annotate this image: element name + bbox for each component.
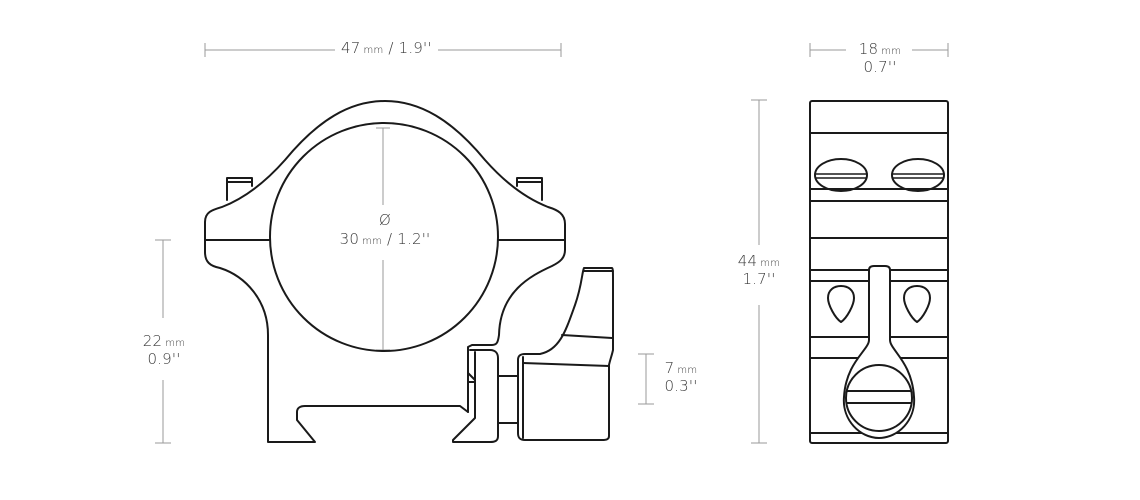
diameter-symbol: Ø <box>378 211 391 229</box>
tube-diameter-value: 30 <box>339 230 360 248</box>
lever-height-imperial: 0.3'' <box>664 377 698 395</box>
lever-height-value: 7 <box>664 359 675 377</box>
width-separator: / <box>388 39 394 57</box>
lever-screw <box>845 364 913 432</box>
width-unit: mm <box>363 45 384 56</box>
depth-unit: mm <box>881 46 902 57</box>
base-height-value: 22 <box>142 332 163 350</box>
tube-diameter-imperial: 1.2'' <box>397 230 431 248</box>
screw-left <box>814 158 868 192</box>
side-view <box>809 100 949 444</box>
hole-right <box>903 285 931 323</box>
quick-release-lever <box>517 267 614 441</box>
tube-diameter-unit: mm <box>362 236 383 247</box>
tube-diameter-separator: / <box>387 230 393 248</box>
hole-left <box>827 285 855 323</box>
lever-height-unit: mm <box>677 365 698 376</box>
dimension-lines <box>155 43 949 444</box>
depth-imperial: 0.7'' <box>863 58 897 76</box>
front-view <box>204 100 614 443</box>
base-height-imperial: 0.9'' <box>147 350 181 368</box>
base-height-unit: mm <box>165 338 186 349</box>
total-height-imperial: 1.7'' <box>742 270 776 288</box>
tube-bore <box>269 122 499 352</box>
total-height-unit: mm <box>760 258 781 269</box>
body-right <box>467 239 566 413</box>
clamp-jaw <box>452 349 499 443</box>
width-imperial: 1.9'' <box>398 39 432 57</box>
width-value: 47 <box>341 39 361 57</box>
depth-value: 18 <box>858 40 879 58</box>
screw-right <box>891 158 945 192</box>
side-body <box>809 100 949 444</box>
total-height-value: 44 <box>737 252 758 270</box>
ring-top-cap <box>204 100 566 241</box>
body-left <box>204 239 469 443</box>
